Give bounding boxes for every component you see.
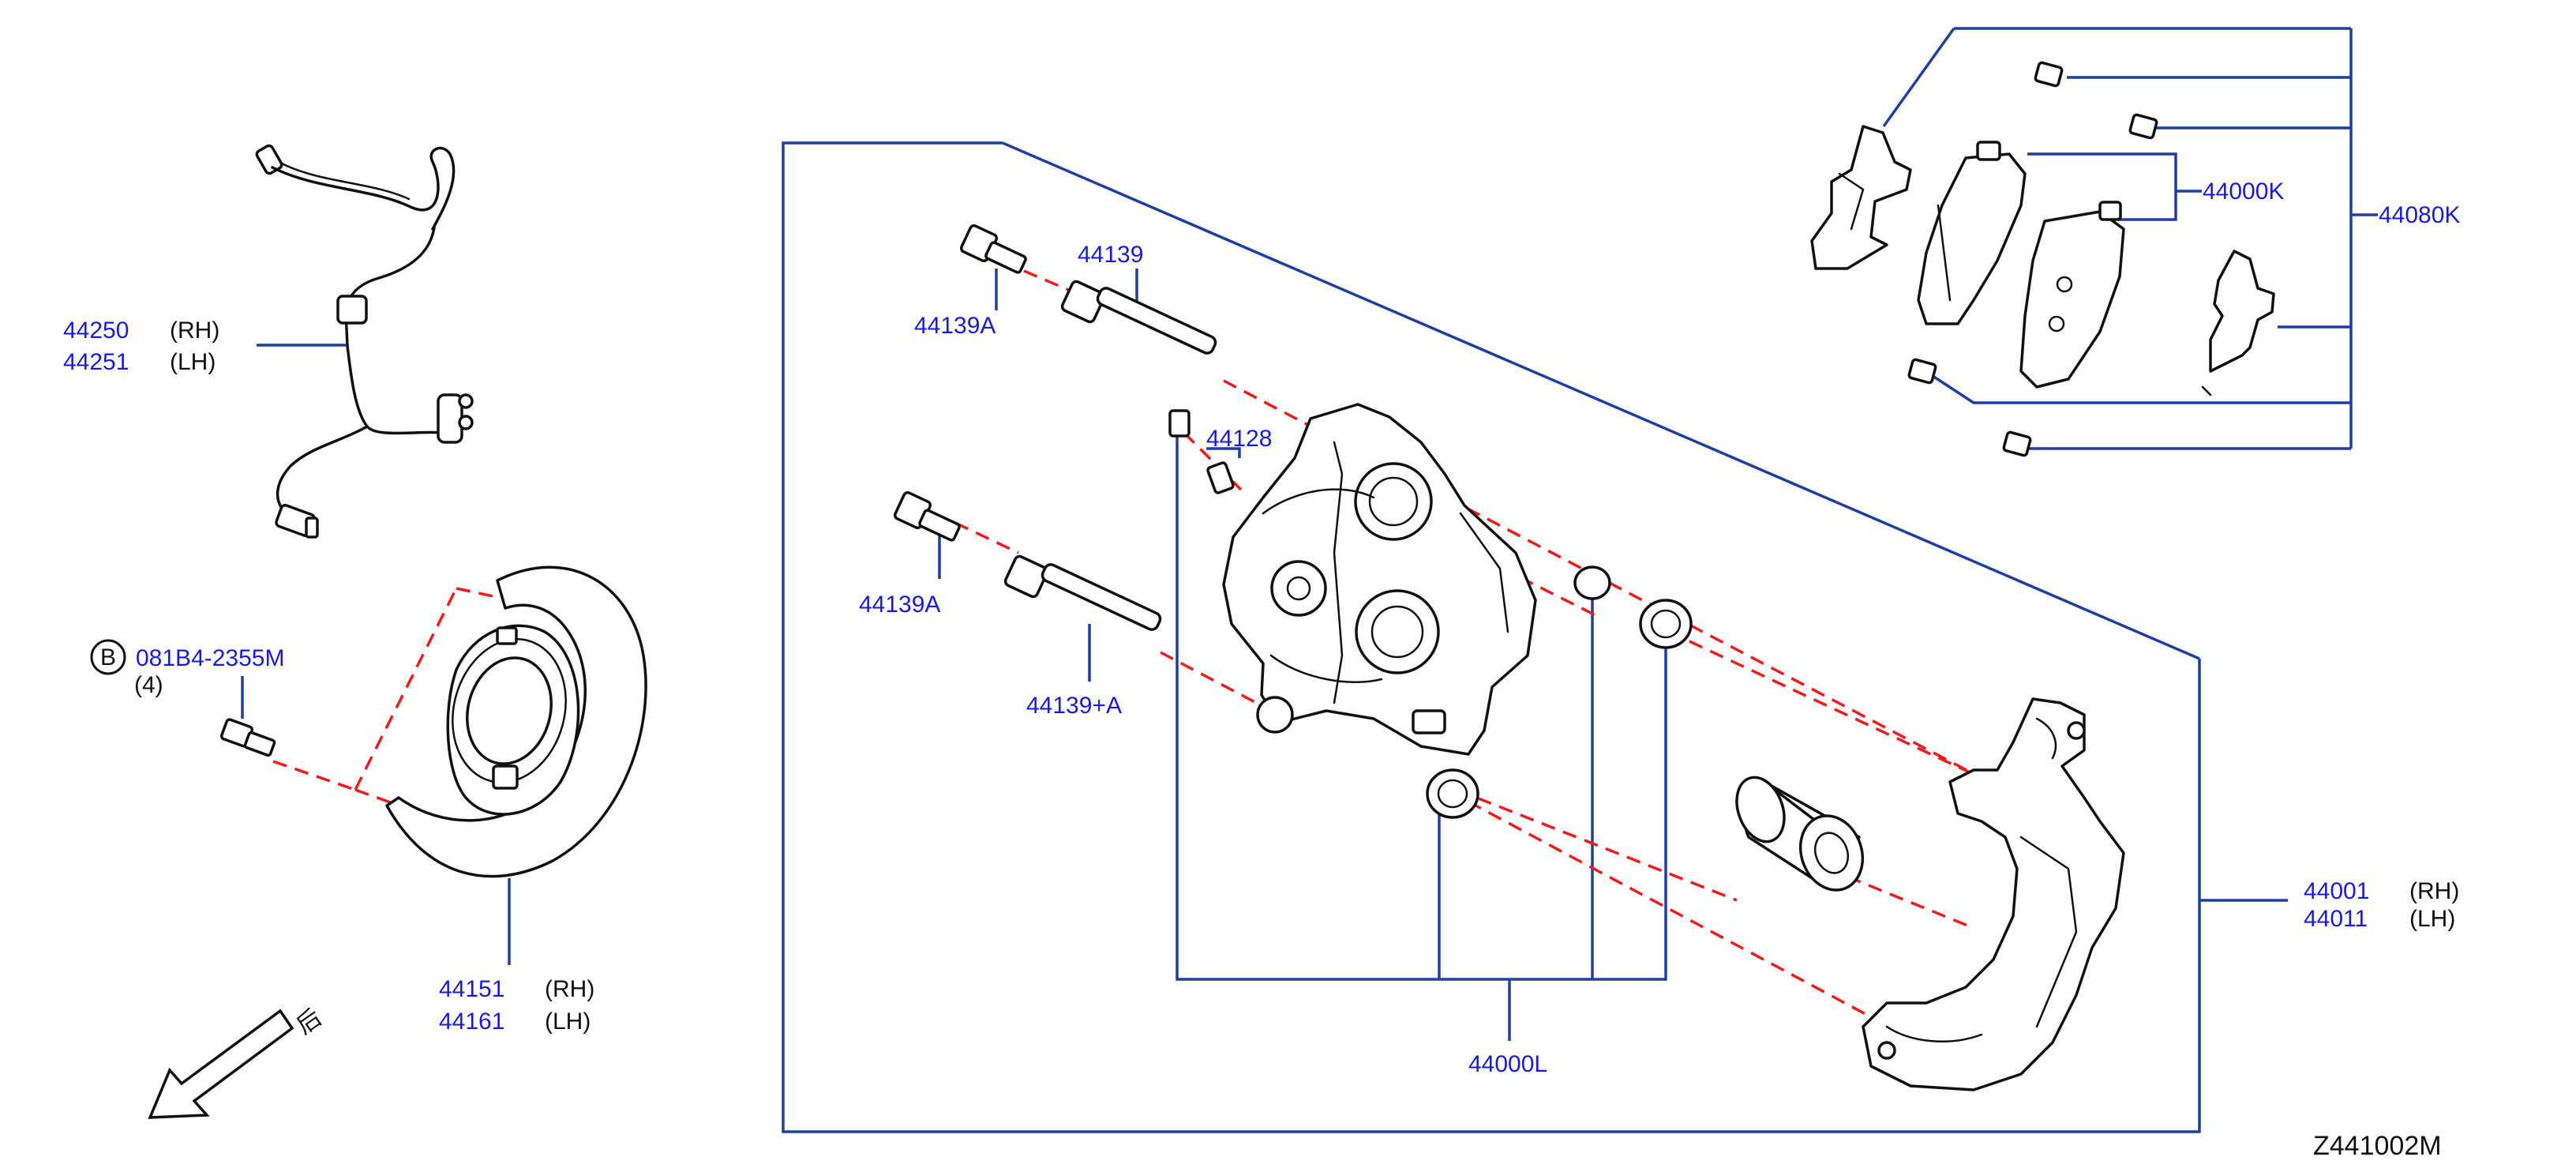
caliper-assy-side-rh: (RH): [2409, 878, 2459, 904]
diagram-code: Z441002M: [2313, 1131, 2442, 1161]
slide-pin-bottom-pn[interactable]: 44139+A: [1026, 693, 1122, 719]
pad-kit-pn[interactable]: 44000K: [2203, 178, 2284, 205]
brake-hose-side-rh: (RH): [170, 317, 219, 344]
pin-bolt-bottom-icon: [893, 490, 961, 542]
pin-bolt-bottom-pn[interactable]: 44139A: [859, 592, 940, 618]
caliper-bracket-icon: [1862, 697, 2125, 1091]
dust-shield-side-lh: (LH): [545, 1009, 591, 1035]
caliper-assy-pn-rh[interactable]: 44001: [2304, 878, 2369, 904]
bolt-ref-qty: (4): [134, 672, 163, 698]
bleeder-icon: [1168, 409, 1235, 494]
brake-hose-side-lh: (LH): [170, 349, 216, 375]
piston-icon: [1426, 565, 1865, 892]
dust-shield-pn-lh[interactable]: 44161: [439, 1009, 504, 1035]
brake-hose-pn-lh[interactable]: 44251: [63, 349, 129, 375]
direction-glyph: 后: [292, 1005, 327, 1039]
slide-pin-top-icon: [1060, 280, 1217, 355]
direction-arrow-icon: [148, 1009, 294, 1119]
slide-pin-bottom-icon: [1003, 554, 1162, 631]
bleeder-pn[interactable]: 44128: [1206, 426, 1272, 452]
leader-lines: [241, 27, 2378, 1133]
bolt-ref-circle: B: [90, 639, 126, 675]
dust-shield-pn-rh[interactable]: 44151: [439, 976, 504, 1002]
caliper-body-icon: [1222, 403, 1537, 756]
slide-pin-top-pn[interactable]: 44139: [1078, 242, 1143, 268]
pin-bolt-top-pn[interactable]: 44139A: [914, 313, 996, 339]
caliper-assy-pn-lh[interactable]: 44011: [2304, 906, 2368, 932]
bolt-icon: [219, 718, 276, 757]
dust-shield-side-rh: (RH): [545, 976, 594, 1002]
dust-shield-icon: [385, 565, 647, 878]
brake-pad-icon: [1917, 141, 2125, 389]
caliper-assy-side-lh: (LH): [2409, 906, 2455, 932]
pad-hardware-kit-pn[interactable]: 44080K: [2379, 202, 2460, 228]
brake-hose-pn-rh[interactable]: 44250: [63, 317, 129, 344]
pad-clip-icon: [1810, 61, 2275, 457]
seal-kit-pn[interactable]: 44000L: [1468, 1051, 1547, 1077]
bolt-ref-pn[interactable]: 081B4-2355M: [136, 645, 284, 671]
pin-bolts: [893, 224, 1235, 631]
pin-bolt-top-icon: [959, 224, 1027, 274]
brake-hose-icon: [255, 144, 474, 539]
bolt-ref-letter: B: [100, 644, 116, 671]
